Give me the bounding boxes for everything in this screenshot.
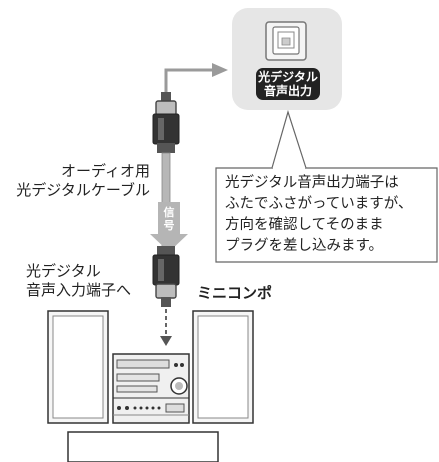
cable-label: オーディオ用 光デジタルケーブル: [2, 162, 150, 200]
optical-port-icon: [265, 21, 307, 61]
callout-text: 光デジタル音声出力端子は ふたでふさがっていますが、 方向を確認してそのまま プ…: [225, 173, 433, 257]
signal-label: 信号: [163, 206, 175, 232]
lower-optical-plug: [152, 246, 180, 307]
callout-bubble: [215, 167, 438, 263]
callout-line-3: 方向を確認してそのまま: [225, 217, 384, 233]
input-label-line-1: 光デジタル: [26, 262, 101, 280]
arrow-down-small-icon: [160, 336, 172, 346]
arrow-right-icon: [212, 63, 228, 77]
callout-line-4: プラグを差し込みます。: [225, 238, 384, 254]
optical-output-badge: 光デジタル 音声出力: [256, 68, 320, 100]
arrow-down-icon: [150, 234, 188, 252]
upper-optical-plug: [152, 92, 180, 153]
input-label-line-2: 音声入力端子へ: [26, 281, 132, 299]
signal-arrow-shaft: [158, 202, 180, 236]
cable-to-tv: [164, 63, 228, 100]
callout-line-1: 光デジタル音声出力端子は: [225, 175, 399, 191]
cable-label-line-1: オーディオ用: [61, 162, 150, 180]
callout-pointer: [271, 109, 307, 169]
input-label: 光デジタル 音声入力端子へ: [26, 262, 131, 300]
callout-line-2: ふたでふさがっていますが、: [225, 196, 413, 212]
device-label: ミニコンポ: [197, 284, 273, 302]
mini-component-system: [47, 310, 254, 462]
stand: [67, 431, 219, 462]
badge-line-1: 光デジタル: [258, 70, 318, 84]
cable-label-line-2: 光デジタルケーブル: [16, 181, 150, 199]
badge-line-2: 音声出力: [263, 84, 312, 98]
